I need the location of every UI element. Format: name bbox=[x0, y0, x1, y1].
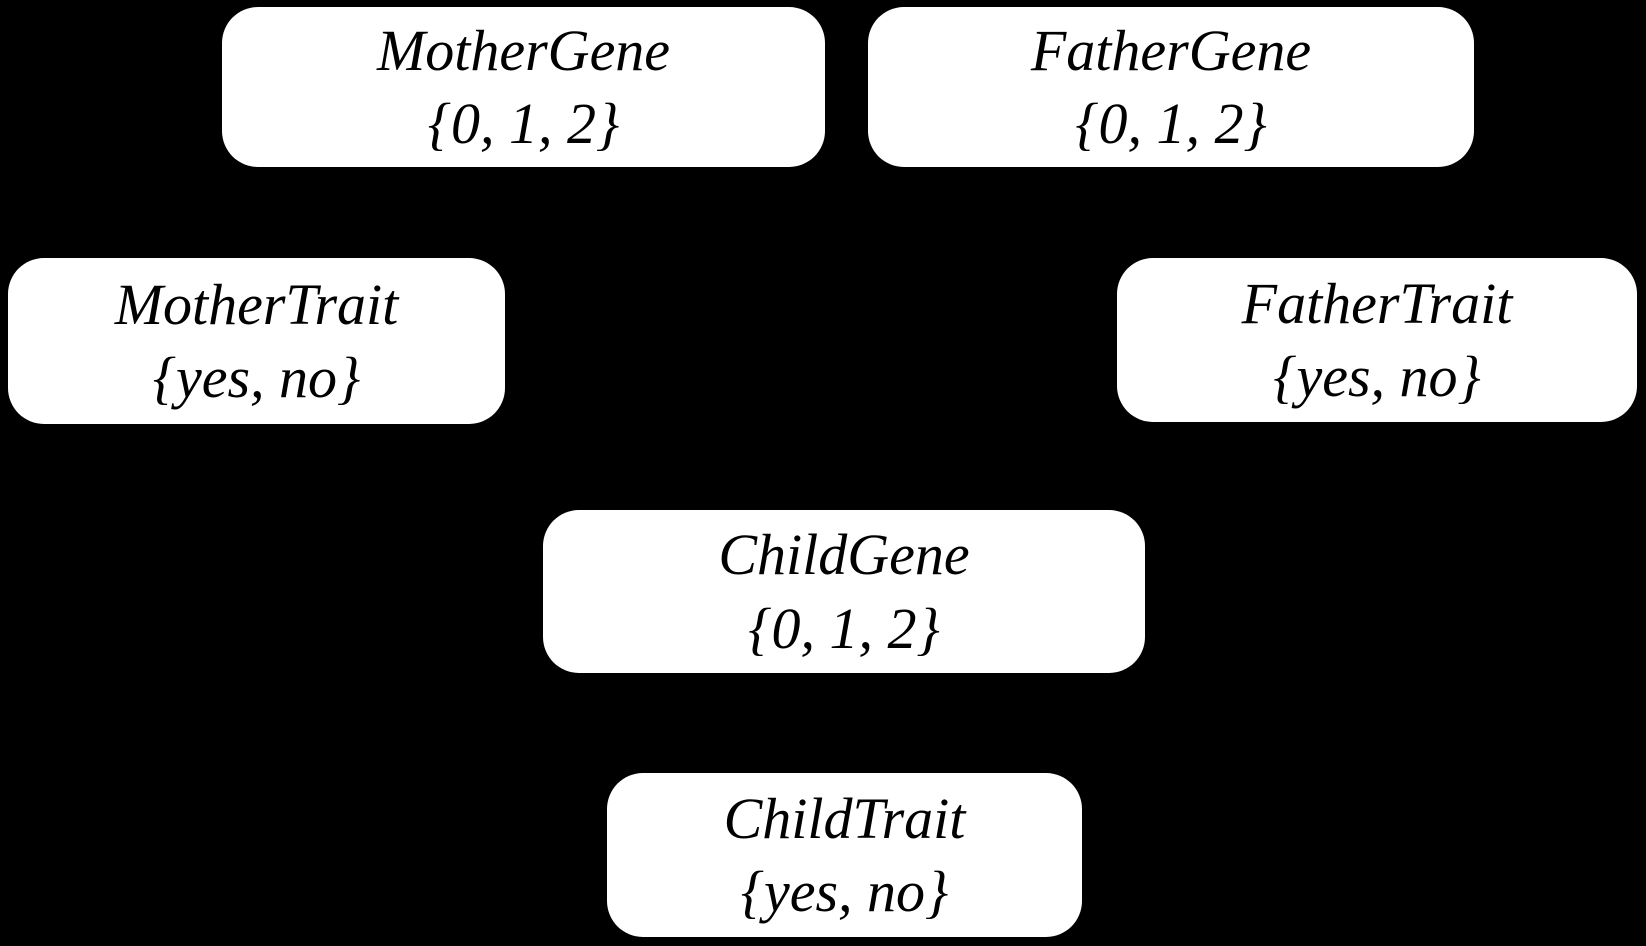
node-label: ChildGene bbox=[718, 522, 970, 588]
node-child-trait: ChildTrait {yes, no} bbox=[607, 773, 1082, 937]
node-label: MotherTrait bbox=[114, 271, 399, 337]
node-label: FatherGene bbox=[1030, 17, 1312, 83]
node-label: FatherTrait bbox=[1241, 270, 1513, 336]
node-domain: {yes, no} bbox=[152, 345, 361, 410]
node-mother-gene: MotherGene {0, 1, 2} bbox=[222, 7, 825, 167]
node-label: MotherGene bbox=[376, 17, 671, 83]
node-domain: {0, 1, 2} bbox=[748, 595, 940, 661]
node-domain: {yes, no} bbox=[1273, 344, 1481, 409]
node-child-gene: ChildGene {0, 1, 2} bbox=[543, 510, 1145, 673]
node-domain: {yes, no} bbox=[740, 859, 949, 924]
node-domain: {0, 1, 2} bbox=[1075, 91, 1267, 156]
node-label: ChildTrait bbox=[723, 785, 966, 851]
node-domain: {0, 1, 2} bbox=[427, 91, 620, 156]
node-mother-trait: MotherTrait {yes, no} bbox=[8, 258, 505, 424]
node-father-trait: FatherTrait {yes, no} bbox=[1117, 258, 1637, 422]
node-father-gene: FatherGene {0, 1, 2} bbox=[868, 7, 1474, 167]
